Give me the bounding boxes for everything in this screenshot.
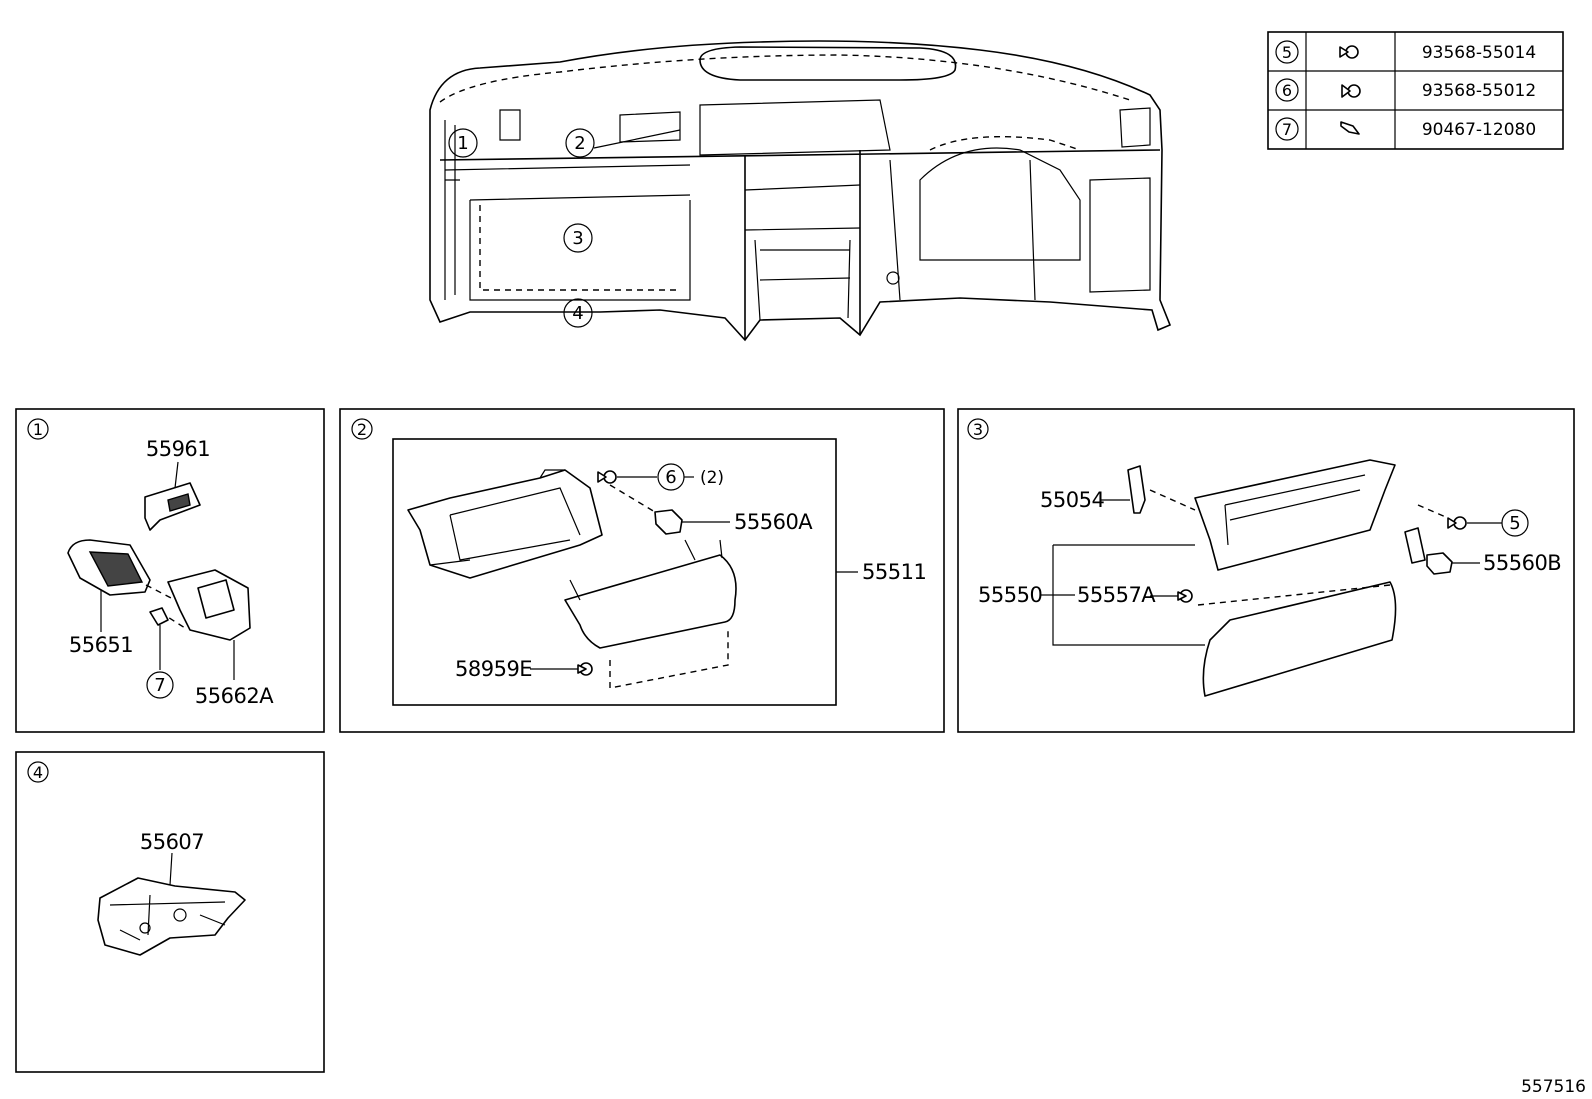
part-label: 55961 xyxy=(146,437,210,461)
svg-text:1: 1 xyxy=(457,133,468,154)
part-label: 55651 xyxy=(69,633,133,657)
panel-ref: 1 xyxy=(33,420,43,439)
diagram-id: 557516 xyxy=(1521,1077,1586,1097)
callout-1: 1 xyxy=(448,128,478,158)
part-number: 93568-55012 xyxy=(1422,81,1536,101)
part-55961-icon xyxy=(144,482,201,531)
part-55651-icon xyxy=(67,539,151,596)
fastener-row-7: 7 90467-12080 xyxy=(1275,117,1536,141)
callout-3: 3 xyxy=(563,223,593,253)
part-55560b-icon xyxy=(1426,552,1453,575)
glovebox-frame-icon xyxy=(407,469,603,579)
part-55560a-icon xyxy=(654,509,683,535)
part-number: 90467-12080 xyxy=(1422,120,1536,140)
glovebox-lid-icon xyxy=(1202,581,1397,697)
ref-number: 7 xyxy=(1282,120,1292,139)
panel-ref: 3 xyxy=(973,420,983,439)
panel-ref: 4 xyxy=(33,763,43,782)
detail-panel-2: 2 6 (2) 55560A 55511 xyxy=(339,408,945,733)
bracket-icon xyxy=(1404,527,1426,564)
screw-icon xyxy=(1339,45,1359,59)
ref-number: 5 xyxy=(1282,43,1292,62)
svg-text:4: 4 xyxy=(572,303,583,324)
callout-4: 4 xyxy=(563,298,593,328)
panel-ref: 2 xyxy=(357,420,367,439)
fastener-row-5: 5 93568-55014 xyxy=(1275,40,1536,64)
clip-icon xyxy=(577,662,593,676)
callout-7: 7 xyxy=(154,675,165,696)
part-55054-icon xyxy=(1127,465,1146,514)
screw-icon xyxy=(1341,84,1361,98)
quantity-label: (2) xyxy=(700,468,724,488)
callout-2: 2 xyxy=(565,128,681,158)
detail-panel-4: 4 55607 xyxy=(15,751,325,1073)
part-55607-icon xyxy=(97,877,246,956)
part-number: 93568-55014 xyxy=(1422,43,1536,63)
fastener-table: 5 93568-55014 6 93568-55012 7 90467-1208… xyxy=(1267,31,1564,150)
part-55662a-icon xyxy=(167,569,251,641)
svg-text:2: 2 xyxy=(574,133,585,154)
screw-icon xyxy=(597,470,617,484)
detail-panel-3: 3 55054 5 55560B xyxy=(957,408,1575,733)
dashboard-overview: 1 2 3 4 xyxy=(429,40,1172,342)
ref-number: 6 xyxy=(1282,81,1292,100)
clip-icon xyxy=(149,607,169,626)
part-label: 55557A xyxy=(1077,583,1156,607)
screw-icon xyxy=(1447,516,1467,530)
part-label: 58959E xyxy=(455,657,532,681)
part-label: 55054 xyxy=(1040,488,1104,512)
fastener-row-6: 6 93568-55012 xyxy=(1275,78,1536,102)
glovebox-body-icon xyxy=(1194,459,1396,571)
detail-panel-1: 1 55961 55651 55662A 7 xyxy=(15,408,325,733)
clip-icon xyxy=(1177,589,1193,603)
part-label: 55607 xyxy=(140,830,204,854)
glovebox-door-icon xyxy=(564,539,737,649)
clip-icon xyxy=(1340,121,1360,135)
part-label: 55662A xyxy=(195,684,274,708)
part-label: 55550 xyxy=(978,583,1042,607)
part-label: 55560A xyxy=(734,510,813,534)
svg-text:3: 3 xyxy=(572,228,583,249)
callout-6: 6 xyxy=(665,467,676,488)
part-label: 55511 xyxy=(862,560,926,584)
callout-5: 5 xyxy=(1509,513,1520,534)
part-label: 55560B xyxy=(1483,551,1561,575)
